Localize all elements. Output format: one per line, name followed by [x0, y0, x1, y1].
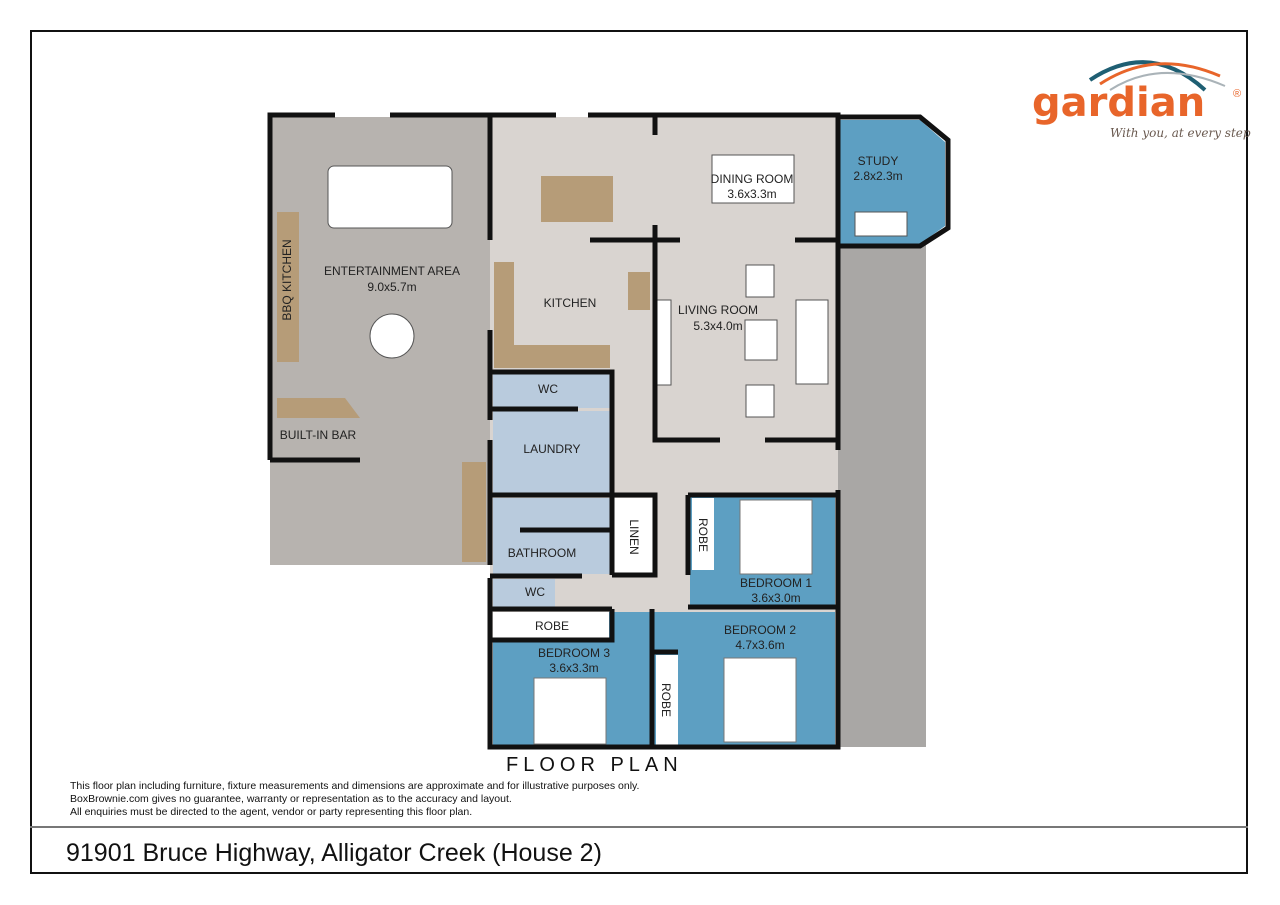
room-bathroom — [493, 498, 610, 574]
size-bedroom3: 3.6x3.3m — [549, 661, 598, 675]
outdoor-strip — [838, 245, 926, 747]
desk-icon — [854, 211, 908, 237]
size-bedroom2: 4.7x3.6m — [735, 638, 784, 652]
label-bathroom: BATHROOM — [508, 546, 576, 560]
label-kitchen: KITCHEN — [544, 296, 597, 310]
sofa-icon — [795, 299, 829, 385]
label-living: LIVING ROOM — [678, 303, 758, 317]
room-laundry — [493, 411, 610, 493]
bbq-bench — [277, 212, 299, 362]
disclaimer-line: BoxBrownie.com gives no guarantee, warra… — [70, 793, 512, 805]
disclaimer: This floor plan including furniture, fix… — [70, 780, 639, 819]
label-robe1: ROBE — [696, 518, 710, 552]
pool-table-icon — [327, 165, 453, 229]
label-study: STUDY — [858, 154, 899, 168]
logo-tagline: With you, at every step — [1110, 126, 1251, 140]
dining-table-icon — [711, 154, 795, 204]
bed-icon — [739, 499, 813, 575]
kitchen-bench-small — [628, 272, 650, 310]
label-bbq-kitchen: BBQ KITCHEN — [280, 239, 294, 320]
disclaimer-line: This floor plan including furniture, fix… — [70, 780, 640, 792]
label-bedroom2: BEDROOM 2 — [724, 623, 796, 637]
logo-registered: ® — [1233, 88, 1242, 100]
disclaimer-line: All enquiries must be directed to the ag… — [70, 806, 473, 818]
kitchen-island — [541, 176, 613, 222]
outdoor-bench — [462, 462, 486, 562]
page-frame — [30, 30, 1248, 874]
label-robe2: ROBE — [659, 683, 673, 717]
room-wc1 — [493, 374, 610, 408]
logo-wordmark: gardian — [1032, 80, 1206, 126]
label-built-in-bar: BUILT-IN BAR — [280, 428, 357, 442]
tv-unit-icon — [656, 299, 672, 386]
label-dining: DINING ROOM — [711, 172, 794, 186]
robe1 — [692, 498, 714, 570]
robe2 — [656, 655, 678, 745]
size-entertainment: 9.0x5.7m — [367, 280, 416, 294]
gardian-logo: gardian ® With you, at every step — [1030, 44, 1251, 148]
size-dining: 3.6x3.3m — [727, 187, 776, 201]
kitchen-bench — [494, 262, 610, 368]
label-bedroom1: BEDROOM 1 — [740, 576, 812, 590]
bar-bench — [277, 398, 360, 418]
coffee-table-icon — [744, 319, 778, 361]
armchair-icon — [745, 384, 775, 418]
robe3 — [493, 612, 609, 638]
logo-arc-icon — [1088, 60, 1226, 92]
label-laundry: LAUNDRY — [523, 442, 580, 456]
bed-icon — [723, 657, 797, 743]
round-table-icon — [369, 313, 415, 359]
label-wc1: WC — [538, 382, 558, 396]
label-robe3: ROBE — [535, 619, 569, 633]
label-wc2: WC — [525, 585, 545, 599]
label-linen: LINEN — [627, 519, 641, 554]
size-bedroom1: 3.6x3.0m — [751, 591, 800, 605]
armchair-icon — [745, 264, 775, 298]
room-wc2 — [493, 579, 555, 607]
size-study: 2.8x2.3m — [853, 169, 902, 183]
footer-divider — [30, 826, 1248, 828]
label-bedroom3: BEDROOM 3 — [538, 646, 610, 660]
size-living: 5.3x4.0m — [693, 319, 742, 333]
linen-cupboard — [614, 498, 654, 574]
label-entertainment: ENTERTAINMENT AREA — [324, 264, 460, 278]
walls — [267, 112, 951, 750]
bed-icon — [533, 677, 607, 745]
plan-title: FLOOR PLAN — [506, 754, 683, 776]
property-address: 91901 Bruce Highway, Alligator Creek (Ho… — [66, 839, 602, 867]
